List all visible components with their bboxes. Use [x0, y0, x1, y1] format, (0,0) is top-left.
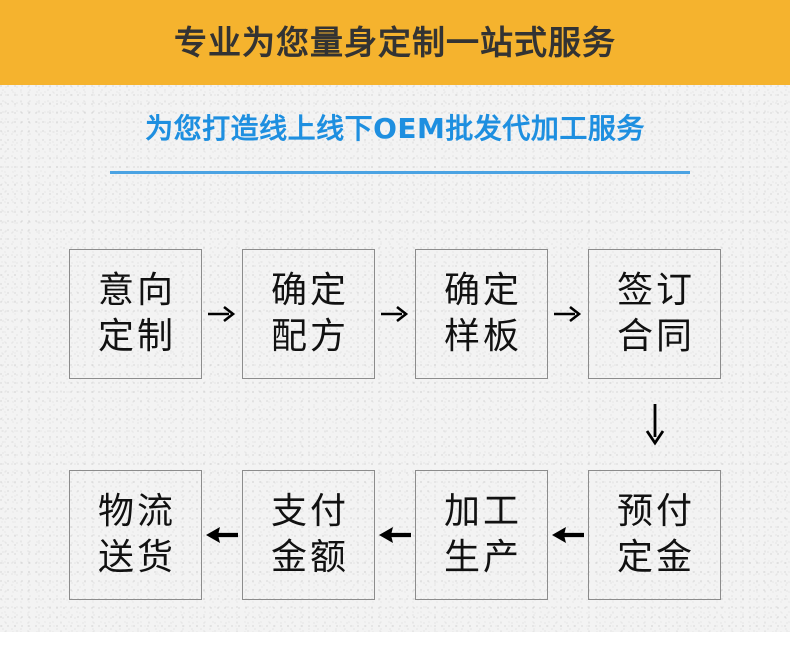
textured-background — [0, 85, 790, 632]
subtitle-divider — [110, 171, 690, 174]
flow-step-yixiang-dingzhi[interactable]: 意向 定制 — [69, 249, 202, 379]
process-flow-row-top: 意向 定制 确定 配方 确定 样板 — [0, 249, 790, 379]
flow-step-jiagong-shengchan[interactable]: 加工 生产 — [415, 470, 548, 600]
flow-step-label-line2: 配方 — [270, 316, 349, 357]
flow-step-queding-peifang[interactable]: 确定 配方 — [242, 249, 375, 379]
flow-step-label-line1: 支付 — [270, 490, 349, 532]
subtitle-text: 为您打造线上线下OEM批发代加工服务 — [145, 112, 645, 145]
flow-step-zhifu-jine[interactable]: 支付 金额 — [242, 470, 375, 600]
process-flow-row-bottom: 物流 送货 支付 金额 加工 生产 — [0, 470, 790, 600]
page-title: 专业为您量身定制一站式服务 — [174, 23, 616, 62]
flow-step-label-line2: 样板 — [443, 316, 522, 357]
arrow-right-icon — [548, 303, 588, 325]
arrow-right-icon — [202, 303, 242, 325]
flow-step-label-line2: 合同 — [616, 316, 695, 357]
arrow-left-icon — [548, 523, 588, 547]
flow-step-label-line1: 意向 — [97, 269, 176, 311]
flow-step-wuliu-songhuo[interactable]: 物流 送货 — [69, 470, 202, 600]
flow-step-label-line2: 金额 — [270, 537, 349, 578]
arrow-right-icon — [375, 303, 415, 325]
flow-step-label-line1: 物流 — [97, 490, 176, 532]
flow-step-label-line1: 确定 — [443, 269, 522, 311]
flow-step-label-line2: 送货 — [97, 537, 176, 578]
subtitle-block: 为您打造线上线下OEM批发代加工服务 — [0, 112, 790, 146]
flow-step-label-line1: 加工 — [443, 490, 522, 532]
flow-step-queding-yangban[interactable]: 确定 样板 — [415, 249, 548, 379]
arrow-left-icon — [202, 523, 242, 547]
arrow-down-icon — [640, 402, 670, 448]
flow-step-yufu-dingjin[interactable]: 预付 定金 — [588, 470, 721, 600]
flow-step-label-line1: 签订 — [616, 269, 695, 311]
flow-step-qianding-hetong[interactable]: 签订 合同 — [588, 249, 721, 379]
flow-step-label-line2: 定制 — [97, 316, 176, 357]
flow-step-label-line2: 生产 — [443, 537, 522, 578]
arrow-left-icon — [375, 523, 415, 547]
flow-step-label-line1: 确定 — [270, 269, 349, 311]
flow-step-label-line1: 预付 — [616, 490, 695, 532]
flow-step-label-line2: 定金 — [616, 537, 695, 578]
header-banner: 专业为您量身定制一站式服务 — [0, 0, 790, 85]
